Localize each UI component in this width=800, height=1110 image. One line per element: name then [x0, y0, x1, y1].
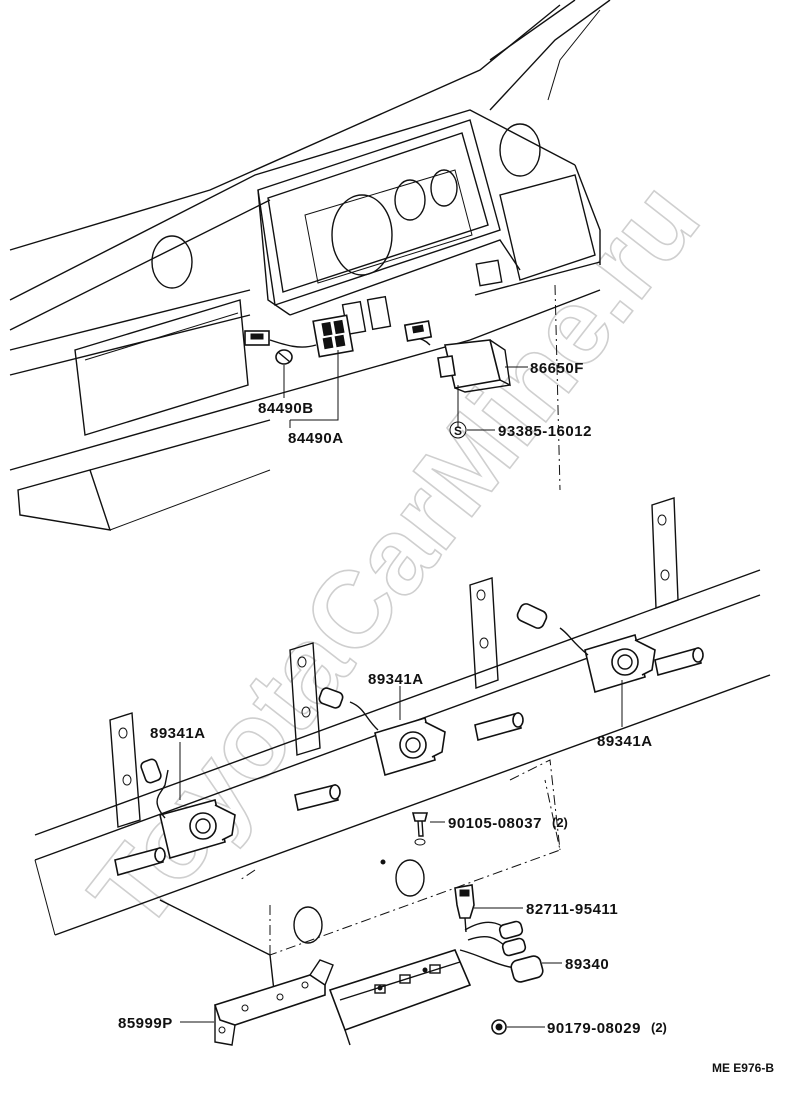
callout-90105-08037: 90105-08037 (2) [430, 815, 568, 832]
callout-84490A: 84490A [288, 350, 344, 447]
callout-89341A-left: 89341A [150, 725, 206, 800]
label-90179-08029: 90179-08029 [547, 1020, 641, 1037]
callout-82711-95411: 82711-95411 [474, 901, 618, 918]
bolt-90105-08037 [411, 812, 429, 846]
lower-beam [34, 497, 771, 1001]
dashboard-assembly [9, 0, 611, 531]
nut-90179-08029 [491, 1019, 507, 1035]
label-86650F: 86650F [530, 360, 584, 377]
label-89341A-right: 89341A [597, 733, 653, 750]
alignment-line [554, 284, 561, 491]
callout-84490B: 84490B [258, 365, 314, 417]
callout-89340: 89340 [542, 956, 609, 973]
callout-93385-16012: S 93385-16012 [449, 385, 592, 440]
label-93385-16012: 93385-16012 [498, 423, 592, 440]
label-89341A-mid: 89341A [368, 671, 424, 688]
bulb-socket-89341A-mid [318, 687, 446, 777]
callout-85999P: 85999P [118, 1015, 214, 1032]
label-90105-08037: 90105-08037 [448, 815, 542, 832]
qty-90105-08037: (2) [552, 815, 568, 830]
bulb-socket-89341A-right [516, 603, 656, 694]
switch-84490 [244, 314, 354, 365]
callout-86650F: 86650F [505, 360, 584, 377]
clip-82711-95411 [454, 884, 475, 933]
relay-86650F [403, 320, 511, 393]
callout-89341A-mid: 89341A [368, 671, 424, 720]
label-85999P: 85999P [118, 1015, 173, 1032]
label-89340: 89340 [565, 956, 609, 973]
bracket-85999P [213, 959, 334, 1046]
standard-part-symbol: S [454, 424, 462, 438]
label-89341A-left: 89341A [150, 725, 206, 742]
callout-89341A-right: 89341A [597, 680, 653, 750]
callout-90179-08029: 90179-08029 (2) [507, 1020, 667, 1037]
label-84490B: 84490B [258, 400, 314, 417]
label-82711-95411: 82711-95411 [526, 901, 618, 918]
bulb-socket-89341A-left [140, 758, 236, 860]
harness-89340 [328, 920, 544, 1046]
label-84490A: 84490A [288, 430, 344, 447]
qty-90179-08029: (2) [651, 1020, 667, 1035]
figure-code: ME E976-B [712, 1061, 774, 1075]
